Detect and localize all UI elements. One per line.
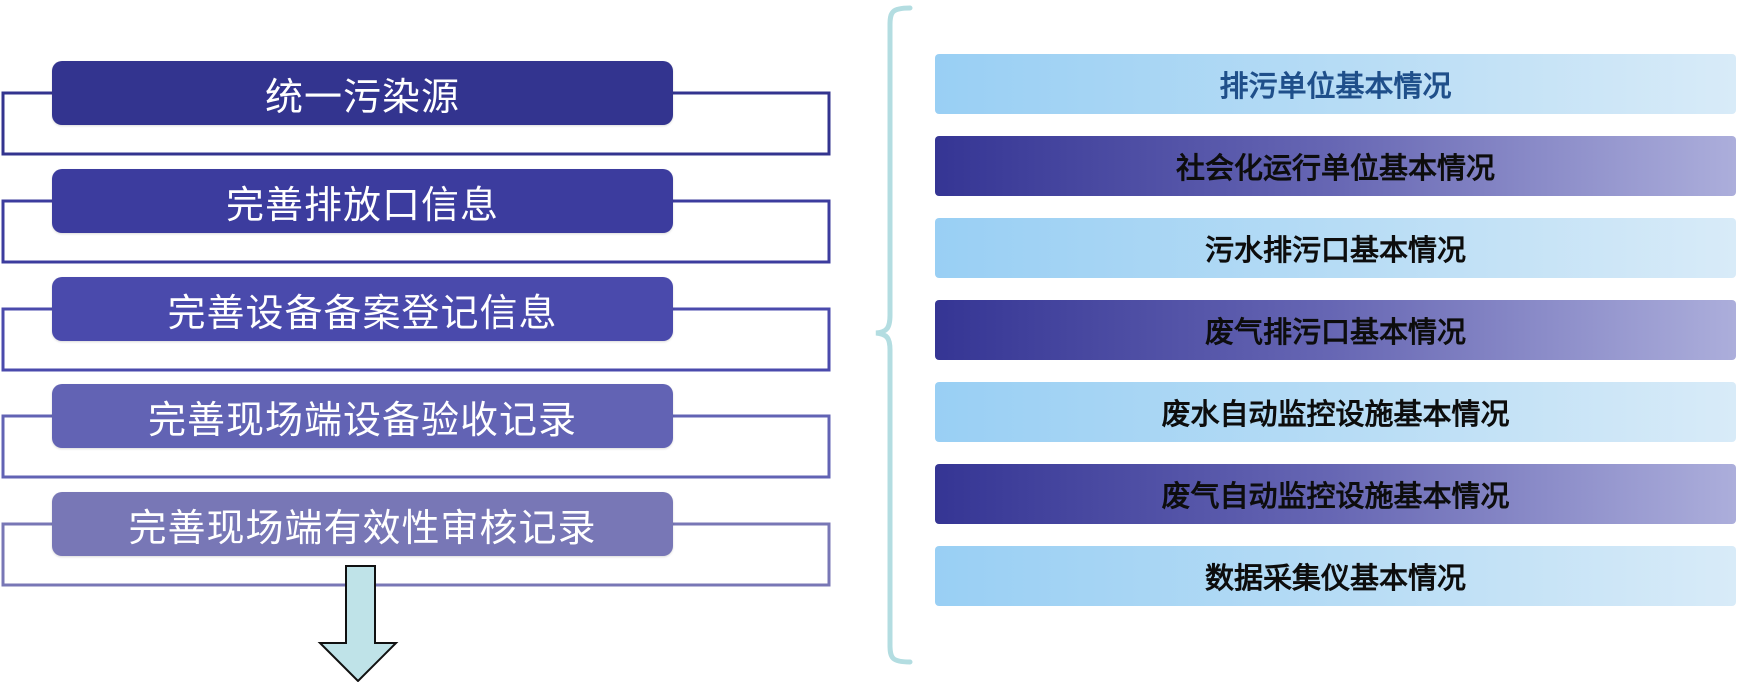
item-bar-3: 污水排污口基本情况 xyxy=(935,218,1736,278)
curly-brace xyxy=(875,5,913,665)
item-bar-1: 排污单位基本情况 xyxy=(935,54,1736,114)
down-arrow-icon xyxy=(317,565,399,682)
step-box-3: 完善设备备案登记信息 xyxy=(52,277,673,341)
item-label: 废气排污口基本情况 xyxy=(1204,315,1466,349)
step-loop-outline xyxy=(1,91,831,156)
step-loop-outlines xyxy=(1,91,831,587)
step-loop-outline xyxy=(1,199,831,264)
item-label: 废气自动监控设施基本情况 xyxy=(1161,479,1510,513)
item-label: 污水排污口基本情况 xyxy=(1204,233,1466,267)
step-label: 完善现场端有效性审核记录 xyxy=(128,505,597,550)
step-loop-outline xyxy=(1,414,831,479)
step-label: 统一污染源 xyxy=(264,74,460,119)
step-label: 完善现场端设备验收记录 xyxy=(147,397,577,442)
item-bar-4: 废气排污口基本情况 xyxy=(935,300,1736,360)
item-bar-7: 数据采集仪基本情况 xyxy=(935,546,1736,606)
step-loop-outline xyxy=(1,522,831,587)
item-label: 废水自动监控设施基本情况 xyxy=(1161,397,1510,431)
step-label: 完善排放口信息 xyxy=(225,182,499,227)
step-box-5: 完善现场端有效性审核记录 xyxy=(52,492,673,556)
item-bar-6: 废气自动监控设施基本情况 xyxy=(935,464,1736,524)
step-box-1: 统一污染源 xyxy=(52,61,673,125)
step-label: 完善设备备案登记信息 xyxy=(167,290,558,335)
item-label: 数据采集仪基本情况 xyxy=(1204,561,1466,595)
step-box-4: 完善现场端设备验收记录 xyxy=(52,384,673,448)
step-loop-outline xyxy=(1,307,831,372)
item-label: 排污单位基本情况 xyxy=(1219,69,1452,103)
item-bar-5: 废水自动监控设施基本情况 xyxy=(935,382,1736,442)
item-label: 社会化运行单位基本情况 xyxy=(1175,151,1495,185)
item-bar-2: 社会化运行单位基本情况 xyxy=(935,136,1736,196)
step-box-2: 完善排放口信息 xyxy=(52,169,673,233)
